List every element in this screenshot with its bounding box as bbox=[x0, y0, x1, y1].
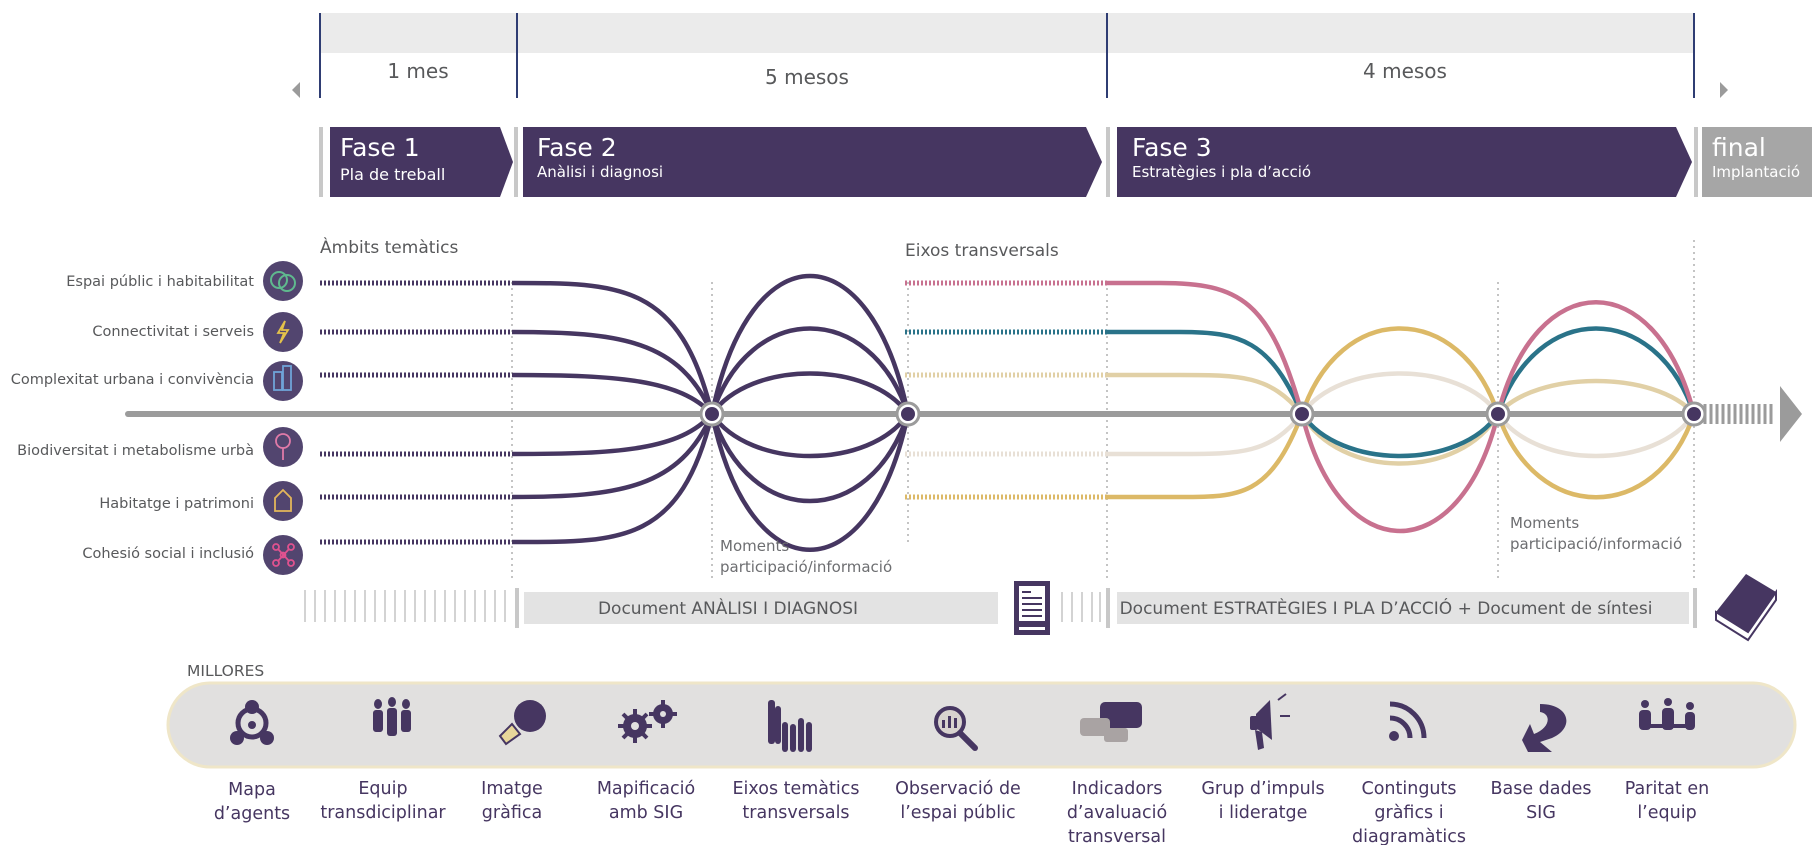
millora-label: gràfics i bbox=[1374, 803, 1443, 823]
parity-icon bbox=[1639, 698, 1695, 730]
book-icon bbox=[1715, 574, 1777, 642]
duration-label: 1 mes bbox=[387, 59, 448, 83]
node bbox=[895, 401, 921, 427]
millora-label: l’equip bbox=[1637, 803, 1696, 823]
arrow-left-icon bbox=[292, 82, 300, 98]
phase-title: Fase 2 bbox=[537, 133, 617, 162]
phase-title: Fase 1 bbox=[340, 133, 420, 162]
house-icon bbox=[263, 481, 303, 521]
theme-label: Habitatge i patrimoni bbox=[99, 496, 254, 512]
millora-label: diagramàtics bbox=[1352, 827, 1466, 845]
millora-label: Mapa bbox=[228, 780, 276, 800]
theme-label: Cohesió social i inclusió bbox=[82, 546, 254, 562]
millores-band bbox=[166, 681, 1797, 769]
agents-map-icon bbox=[230, 700, 274, 745]
millores-title: MILLORES bbox=[187, 662, 264, 680]
millora-label: Equip bbox=[358, 779, 407, 799]
millora-label: SIG bbox=[1526, 803, 1556, 823]
feed-icon bbox=[1389, 701, 1427, 741]
arrow-right-icon bbox=[1720, 82, 1728, 98]
phase-final-banner bbox=[1702, 127, 1812, 197]
millora-label: gràfica bbox=[482, 803, 542, 823]
document-label: Document ESTRATÈGIES I PLA D’ACCIÓ + Doc… bbox=[1120, 597, 1653, 619]
millora-label: l’espai públic bbox=[900, 803, 1015, 823]
millora-label: Indicadors bbox=[1072, 779, 1163, 799]
graphic-image-icon bbox=[498, 700, 546, 746]
phase-1-banner bbox=[330, 127, 513, 197]
ambits-heading: Àmbits temàtics bbox=[320, 236, 458, 258]
magnifier-icon bbox=[934, 706, 978, 751]
team-icon bbox=[373, 697, 411, 736]
millora-label: d’agents bbox=[214, 804, 290, 824]
phase-3-banner bbox=[1117, 127, 1692, 197]
node bbox=[1485, 401, 1511, 427]
millora-label: transdiciplinar bbox=[320, 803, 446, 823]
moments-label: Moments bbox=[720, 537, 789, 555]
phase-subtitle: Anàlisi i diagnosi bbox=[537, 163, 663, 181]
speech-bubbles-icon bbox=[1080, 702, 1142, 742]
analysis-lines bbox=[511, 274, 911, 552]
strategy-lines bbox=[1107, 280, 1697, 534]
millora-label: Grup d’impuls bbox=[1201, 779, 1324, 799]
document-label: Document ANÀLISI I DIAGNOSI bbox=[598, 597, 858, 619]
moments-label: Moments bbox=[1510, 514, 1579, 532]
document-bar bbox=[524, 592, 998, 624]
lightning-icon bbox=[263, 312, 303, 352]
axis-arrow-icon bbox=[1780, 386, 1802, 442]
millora-label: transversal bbox=[1068, 827, 1166, 845]
millora-label: d’avaluació bbox=[1067, 803, 1167, 823]
gears-icon bbox=[618, 700, 677, 743]
hands-icon bbox=[768, 700, 812, 752]
millora-label: Continguts bbox=[1361, 779, 1456, 799]
phase-banners: Fase 1 Pla de treball Fase 2 Anàlisi i d… bbox=[319, 127, 1812, 197]
millora-label: amb SIG bbox=[609, 803, 683, 823]
millora-label: Imatge bbox=[481, 779, 543, 799]
phase-2-banner bbox=[523, 127, 1102, 197]
millora-label: transversals bbox=[742, 803, 849, 823]
document-icon bbox=[1012, 579, 1052, 637]
transversal-stubs bbox=[905, 280, 1107, 500]
phase-subtitle: Implantació bbox=[1712, 163, 1800, 181]
nodes bbox=[699, 401, 1707, 427]
phase-title: Fase 3 bbox=[1132, 133, 1212, 162]
duration-label: 4 mesos bbox=[1363, 59, 1447, 83]
moments-label: participació/informació bbox=[1510, 535, 1682, 553]
node bbox=[699, 401, 725, 427]
main-axis bbox=[125, 386, 1802, 442]
millora-label: i lideratge bbox=[1219, 803, 1308, 823]
buildings-icon bbox=[263, 361, 303, 401]
theme-label: Connectivitat i serveis bbox=[92, 324, 254, 340]
theme-label: Biodiversitat i metabolisme urbà bbox=[17, 443, 254, 459]
millora-label: Eixos temàtics bbox=[733, 779, 860, 799]
millora-label: Observació de bbox=[895, 779, 1021, 799]
tree-icon bbox=[263, 427, 303, 467]
millora-label: Mapificació bbox=[597, 779, 695, 799]
millora-label: Paritat en bbox=[1625, 779, 1709, 799]
phase-subtitle: Estratègies i pla d’acció bbox=[1132, 163, 1311, 181]
phase-title: final bbox=[1712, 133, 1766, 162]
moments-label: participació/informació bbox=[720, 558, 892, 576]
millora-label: Base dades bbox=[1490, 779, 1591, 799]
thematic-stubs bbox=[320, 280, 512, 545]
theme-label: Complexitat urbana i convivència bbox=[11, 372, 254, 388]
document-bar bbox=[1117, 592, 1689, 624]
arrow-icon bbox=[1522, 704, 1567, 752]
document-row: Document ANÀLISI I DIAGNOSI Document EST… bbox=[304, 574, 1777, 642]
node bbox=[1681, 401, 1707, 427]
duration-band: 1 mes 5 mesos 4 mesos bbox=[292, 13, 1728, 98]
network-icon bbox=[263, 535, 303, 575]
eixos-heading: Eixos transversals bbox=[905, 241, 1059, 261]
megaphone-icon bbox=[1250, 693, 1290, 750]
phase-subtitle: Pla de treball bbox=[340, 165, 445, 184]
rings-icon bbox=[263, 261, 303, 301]
node bbox=[1289, 401, 1315, 427]
duration-label: 5 mesos bbox=[765, 65, 849, 89]
theme-label: Espai públic i habitabilitat bbox=[66, 274, 254, 290]
